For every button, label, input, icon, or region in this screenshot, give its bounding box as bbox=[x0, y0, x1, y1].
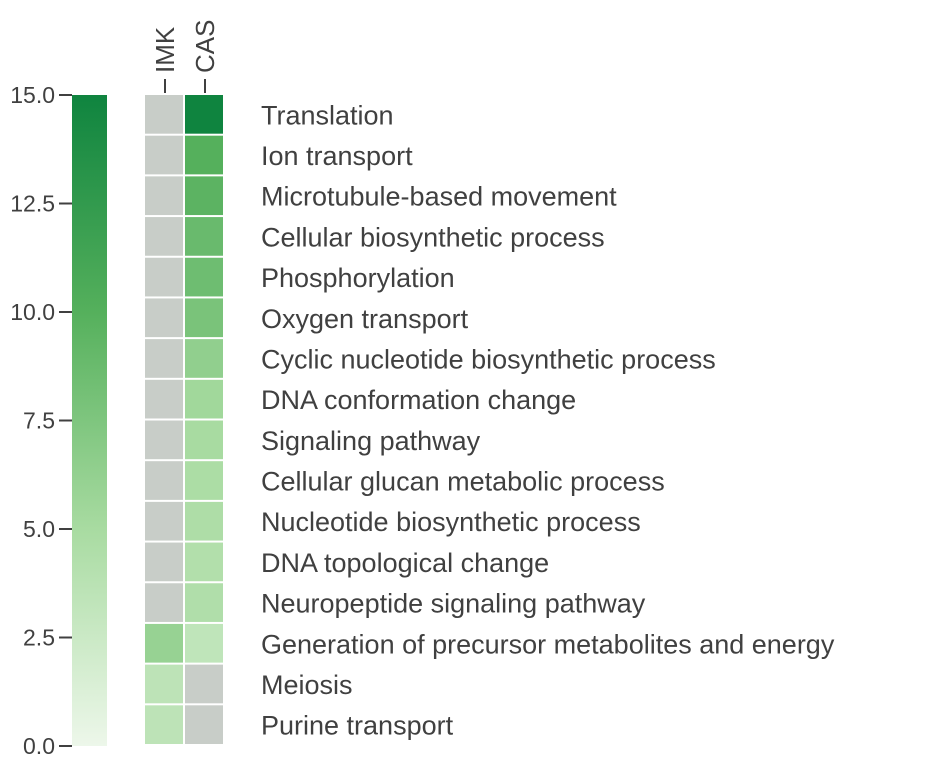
heatmap-cell-cas bbox=[185, 461, 223, 500]
heatmap-cell-cas bbox=[185, 501, 223, 541]
row-label: Ion transport bbox=[261, 141, 413, 171]
colorbar-tick-label: 7.5 bbox=[23, 408, 55, 434]
heatmap-cell-cas bbox=[185, 298, 223, 338]
heatmap-cell-cas bbox=[185, 135, 223, 175]
colorbar: 0.0 2.5 5.0 7.5 10.0 12.5 15.0 bbox=[10, 82, 107, 759]
heatmap-cell-cas bbox=[185, 623, 223, 663]
row-label: Neuropeptide signaling pathway bbox=[261, 589, 646, 619]
column-label-cas: CAS bbox=[190, 20, 220, 73]
colorbar-tick-label: 0.0 bbox=[23, 733, 55, 759]
heatmap-cell-imk bbox=[145, 379, 183, 419]
heatmap-cell-cas bbox=[185, 705, 223, 744]
colorbar-tick-label: 5.0 bbox=[23, 516, 55, 542]
row-label: Purine transport bbox=[261, 711, 454, 741]
heatmap-cell-imk bbox=[145, 420, 183, 460]
colorbar-tick-label: 12.5 bbox=[10, 191, 55, 217]
heatmap-cell-cas bbox=[185, 217, 223, 256]
heatmap-cell-imk bbox=[145, 461, 183, 500]
row-label: Cyclic nucleotide biosynthetic process bbox=[261, 344, 716, 374]
colorbar-tick-label: 15.0 bbox=[10, 82, 55, 108]
row-label: Cellular glucan metabolic process bbox=[261, 467, 665, 497]
row-label: Cellular biosynthetic process bbox=[261, 222, 605, 252]
heatmap-cell-cas bbox=[185, 339, 223, 378]
colorbar-tick-label: 2.5 bbox=[23, 625, 55, 651]
heatmap-cell-imk bbox=[145, 135, 183, 175]
heatmap-cell-imk bbox=[145, 583, 183, 622]
heatmap-cell-cas bbox=[185, 176, 223, 216]
row-label: Generation of precursor metabolites and … bbox=[261, 629, 835, 659]
heatmap-cell-cas bbox=[185, 583, 223, 622]
row-label: DNA topological change bbox=[261, 548, 549, 578]
row-label: Meiosis bbox=[261, 670, 353, 700]
heatmap-cell-cas bbox=[185, 420, 223, 460]
row-label: DNA conformation change bbox=[261, 385, 576, 415]
heatmap-cell-imk bbox=[145, 501, 183, 541]
heatmap-cell-imk bbox=[145, 217, 183, 256]
heatmap-cell-cas bbox=[185, 664, 223, 704]
heatmap-cell-imk bbox=[145, 95, 183, 134]
heatmap-cell-imk bbox=[145, 542, 183, 582]
heatmap-cell-cas bbox=[185, 95, 223, 134]
colorbar-gradient bbox=[72, 95, 107, 746]
row-label: Oxygen transport bbox=[261, 304, 469, 334]
colorbar-ticks: 0.0 2.5 5.0 7.5 10.0 12.5 15.0 bbox=[10, 82, 72, 759]
heatmap-cell-cas bbox=[185, 542, 223, 582]
heatmap-cell-imk bbox=[145, 257, 183, 297]
row-label: Translation bbox=[261, 100, 394, 130]
row-label: Phosphorylation bbox=[261, 263, 455, 293]
heatmap-cell-imk bbox=[145, 664, 183, 704]
heatmap-cell-cas bbox=[185, 379, 223, 419]
heatmap-cell-cas bbox=[185, 257, 223, 297]
row-label: Nucleotide biosynthetic process bbox=[261, 507, 641, 537]
row-label: Signaling pathway bbox=[261, 426, 481, 456]
heatmap-cell-imk bbox=[145, 623, 183, 663]
column-labels: IMK CAS bbox=[150, 20, 220, 93]
heatmap-cell-imk bbox=[145, 705, 183, 744]
heatmap-cell-imk bbox=[145, 339, 183, 378]
colorbar-tick-label: 10.0 bbox=[10, 299, 55, 325]
heatmap-cell-imk bbox=[145, 176, 183, 216]
heatmap-cell-imk bbox=[145, 298, 183, 338]
column-label-imk: IMK bbox=[150, 26, 180, 73]
heatmap-cells bbox=[145, 95, 223, 744]
row-label: Microtubule-based movement bbox=[261, 182, 617, 212]
